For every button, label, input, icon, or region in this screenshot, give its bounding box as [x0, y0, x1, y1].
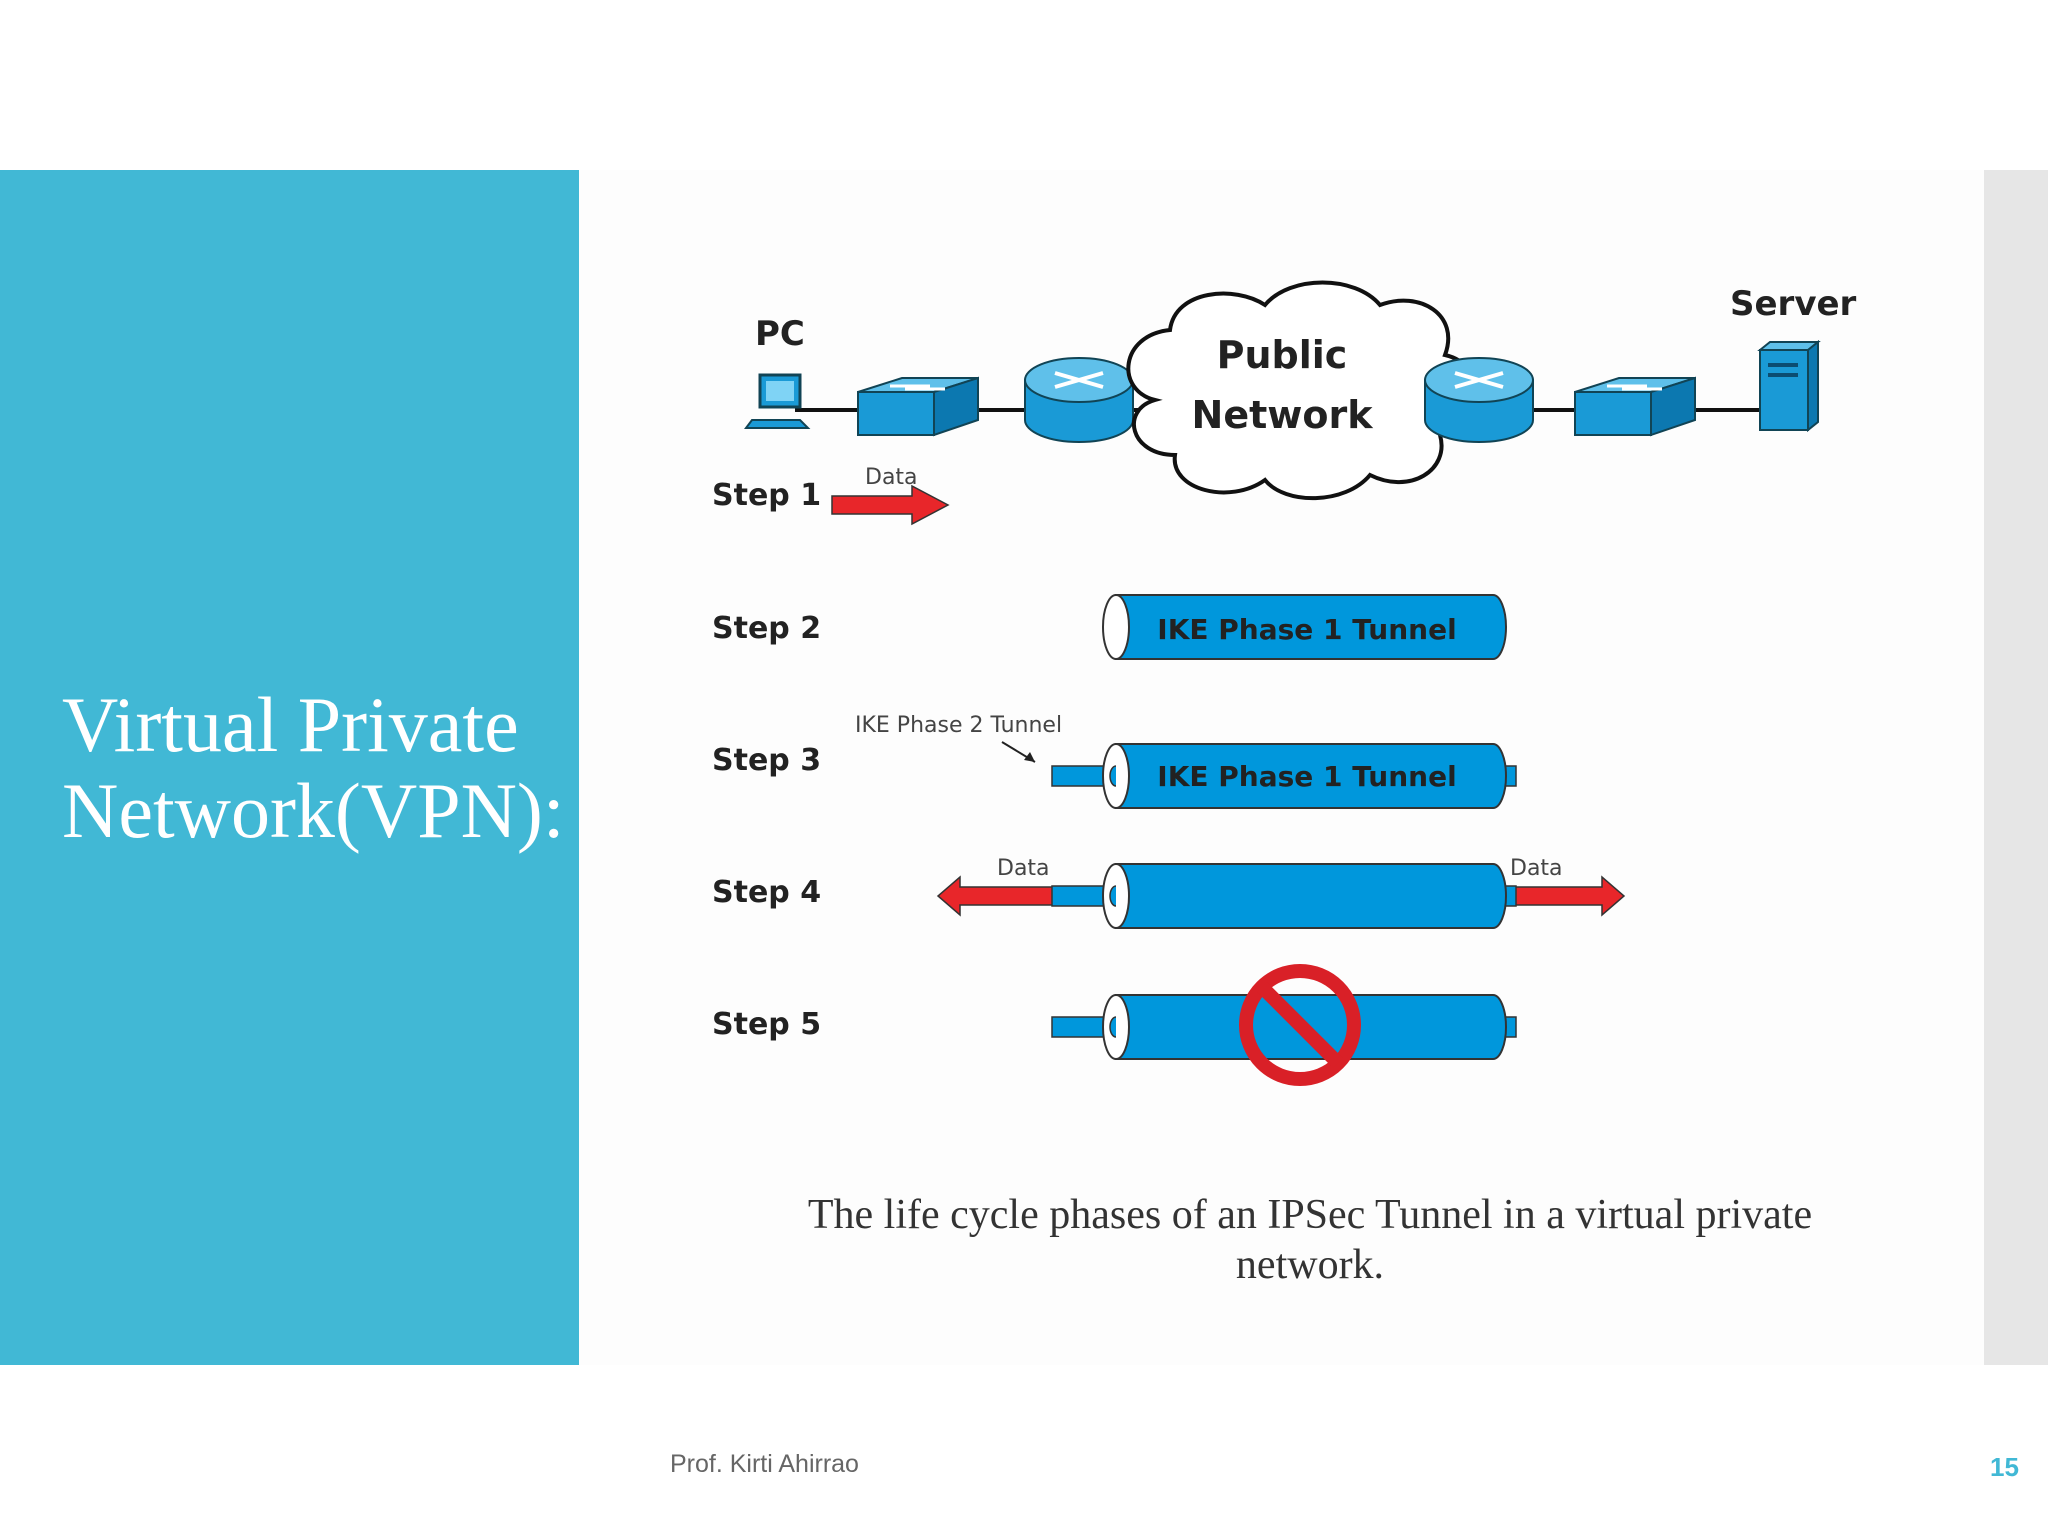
step-label: Step 1	[712, 478, 821, 513]
prohibited-icon	[1239, 964, 1361, 1086]
ipsec-lifecycle-diagram: PC Public Network Se	[712, 280, 1857, 1086]
data-arrow-right	[1511, 875, 1626, 917]
router-icon	[1424, 357, 1534, 443]
step-label: Step 2	[712, 611, 821, 646]
laptop-icon	[744, 373, 811, 429]
router-icon	[1024, 357, 1134, 443]
ike-phase2-label: IKE Phase 2 Tunnel	[855, 713, 1062, 738]
pointer-arrowhead	[1024, 752, 1035, 762]
right-strip	[1984, 170, 2048, 1365]
public-network-cloud: Public Network	[1126, 280, 1481, 501]
switch-icon	[857, 376, 979, 437]
ipsec-tunnel	[1102, 863, 1507, 929]
cloud-label-line2: Network	[1192, 393, 1374, 437]
step-label: Step 3	[712, 743, 821, 778]
cloud-label-line1: Public	[1217, 333, 1348, 377]
server-label: Server	[1730, 284, 1857, 324]
figure-caption: The life cycle phases of an IPSec Tunnel…	[807, 1192, 1813, 1288]
tunnel-label: IKE Phase 1 Tunnel	[1157, 613, 1456, 646]
data-label: Data	[997, 856, 1050, 881]
ike-phase1-tunnel: IKE Phase 1 Tunnel	[1102, 743, 1507, 809]
data-arrow-left	[936, 875, 1056, 917]
pc-label: PC	[755, 314, 805, 354]
step-label: Step 5	[712, 1007, 821, 1042]
data-label: Data	[1510, 856, 1563, 881]
tunnel-label: IKE Phase 1 Tunnel	[1157, 760, 1456, 793]
step-label: Step 4	[712, 875, 821, 910]
data-label: Data	[865, 465, 918, 490]
switch-icon	[1574, 376, 1696, 437]
slide-number: 15	[1990, 1452, 2019, 1482]
footer-author: Prof. Kirti Ahirrao	[670, 1450, 859, 1478]
slide-title: Virtual Private Network(VPN):	[62, 681, 565, 854]
title-panel	[0, 170, 579, 1365]
server-icon	[1757, 339, 1821, 433]
ike-phase1-tunnel: IKE Phase 1 Tunnel	[1102, 594, 1507, 660]
data-arrow-right	[831, 484, 950, 526]
